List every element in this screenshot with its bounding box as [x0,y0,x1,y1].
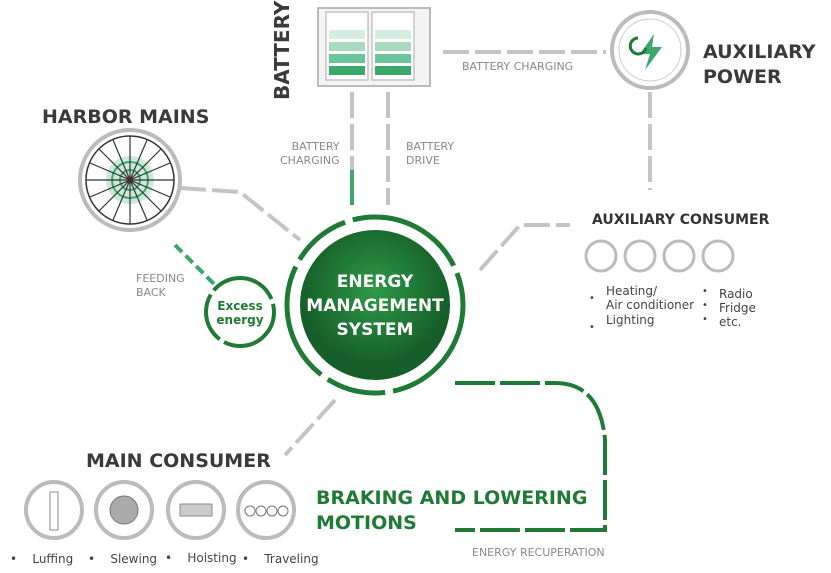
auxiliary-consumer-title: AUXILIARY CONSUMER [592,212,770,228]
aux-item-heating: Heating/ Air conditioner [606,284,695,312]
braking-title: BRAKING AND LOWERING MOTIONS [316,487,588,534]
battery-icon [317,7,431,87]
slewing-icon [109,495,139,525]
bullets: •• [589,293,595,333]
aux-consumer-icons [584,239,735,273]
battery-drive-label: BATTERY DRIVE [406,140,455,167]
aux-item-fridge: Fridge [719,301,756,315]
main-item-luffing: • Luffing [10,552,74,566]
harbor-mains-icon [78,128,182,232]
feeding-back-label: FEEDING BACK [136,272,185,299]
battery-charging-top-label: BATTERY CHARGING [462,60,574,73]
bullets: ••• [702,286,708,325]
harbor-mains-title: HARBOR MAINS [42,106,210,128]
main-consumer-icons [24,480,296,540]
auxiliary-power-title: AUXILIARY POWER [703,41,816,88]
traveling-icon [244,505,289,517]
main-item-hoisting: • Hoisting [165,551,237,565]
ems-label: ENERGY MANAGEMENT SYSTEM [306,272,444,340]
main-item-traveling: • Traveling [242,552,319,566]
battery-title: BATTERY [270,0,294,100]
excess-energy-circle [204,276,276,348]
excess-energy-label: Excess energy [216,299,264,327]
aux-item-radio: Radio [719,287,753,301]
battery-charging-label: BATTERY CHARGING [280,140,340,167]
feeding-back-line [173,243,217,287]
aux-item-lighting: Lighting [606,313,655,327]
hoisting-icon [179,503,213,517]
recuperation-line [455,381,607,532]
main-consumer-title: MAIN CONSUMER [86,450,271,472]
lightning-bolt-icon [610,10,690,90]
aux-item-etc: etc. [719,315,742,329]
luffing-icon [49,491,59,531]
ems-circle [284,214,466,396]
main-item-slewing: • Slewing [88,552,158,566]
energy-recuperation-label: ENERGY RECUPERATION [472,546,605,559]
